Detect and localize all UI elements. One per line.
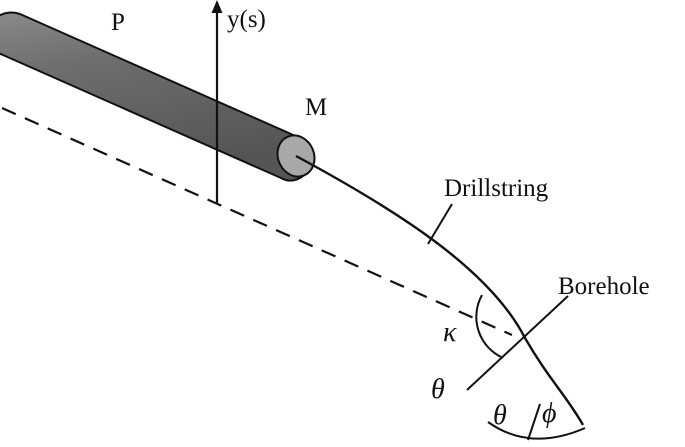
borehole-normal-line — [466, 295, 569, 391]
kappa-label: κ — [443, 317, 457, 348]
y-axis-arrowhead — [211, 0, 223, 13]
force-label-p: P — [111, 9, 125, 36]
theta-label-bottom: θ — [493, 400, 507, 431]
kappa-angle-arc — [475, 294, 504, 359]
drill-pipe-body — [0, 11, 312, 182]
phi-separator-line — [527, 403, 541, 441]
drillstring-label: Drillstring — [444, 175, 549, 202]
borehole-label: Borehole — [558, 273, 650, 300]
reference-dashed-line — [1, 106, 513, 337]
drillstring-curve — [295, 154, 585, 426]
moment-label-m: M — [305, 94, 327, 121]
drillstring-leader-line — [427, 203, 453, 245]
theta-label-left: θ — [431, 374, 445, 405]
theta-angle-arc — [487, 421, 586, 440]
y-axis-label: y(s) — [227, 6, 266, 33]
phi-label: ϕ — [542, 398, 557, 429]
